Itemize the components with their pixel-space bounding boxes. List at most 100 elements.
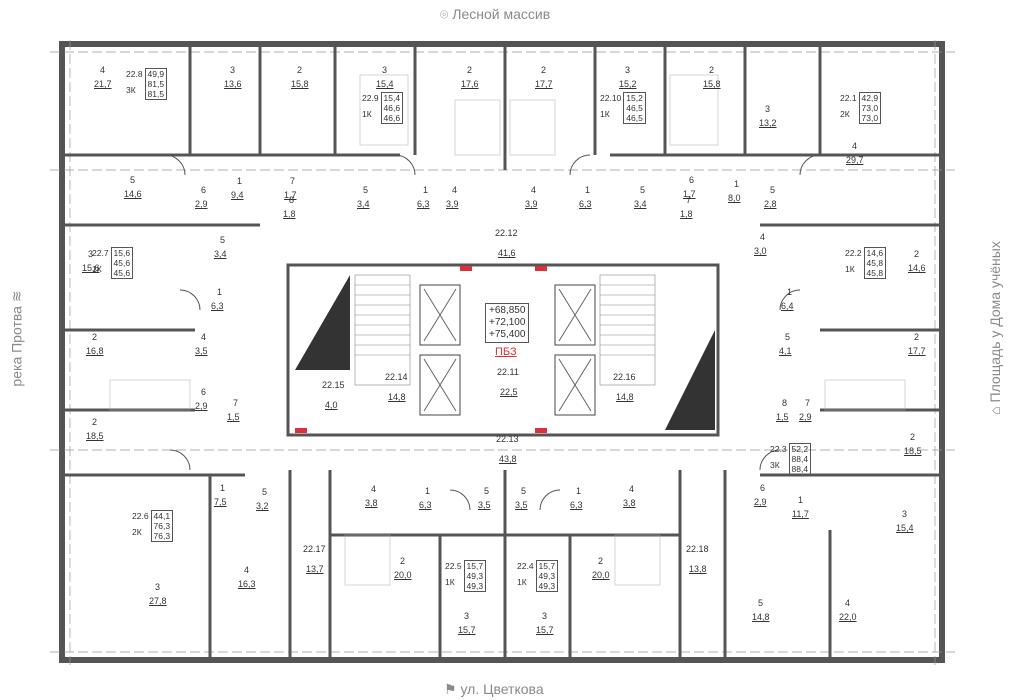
room-number: 2 (709, 65, 715, 75)
room-number: 1 (576, 486, 582, 496)
apartment-area: 46,6 (383, 103, 401, 113)
room-area: 3,4 (214, 249, 227, 259)
room-number: 7 (805, 398, 811, 408)
room-number: 7 (686, 195, 692, 205)
axis-lines (50, 40, 955, 665)
common-area-number: 22.11 (497, 367, 519, 377)
room-number: 5 (130, 175, 136, 185)
room-area: 3,0 (754, 246, 767, 256)
apartment-number: 22.8 (126, 68, 143, 79)
room-number: 5 (262, 487, 268, 497)
common-area-number: 22.18 (686, 544, 709, 554)
room-area: 1,5 (776, 412, 789, 422)
shaft-left (295, 275, 350, 370)
room-number: 2 (297, 65, 303, 75)
room-area: 6,3 (417, 199, 430, 209)
room-number: 6 (201, 387, 207, 397)
apartment-area: 49,3 (538, 581, 556, 591)
apartment-number: 22.4 (517, 560, 534, 571)
common-area-number: 22.14 (385, 372, 408, 382)
room-area: 3,9 (525, 199, 538, 209)
room-area: 15,8 (703, 79, 721, 89)
room-number: 5 (785, 332, 791, 342)
room-area: 16,3 (238, 579, 256, 589)
room-area: 3,8 (365, 498, 378, 508)
apartment-area: 45,8 (866, 258, 884, 268)
room-area: 7,5 (214, 497, 227, 507)
apartment-number: 22.10 (600, 92, 622, 103)
room-area: 8,0 (728, 193, 741, 203)
apartment-area: 88,4 (791, 454, 809, 464)
room-area: 14,6 (908, 263, 926, 273)
common-area-size: 22,5 (500, 387, 518, 397)
room-number: 4 (760, 232, 766, 242)
apartment-type: 1К (92, 263, 102, 274)
apartment-area: 81,5 (147, 89, 165, 99)
room-area: 6,3 (579, 199, 592, 209)
room-number: 1 (734, 179, 740, 189)
apartment-area: 76,3 (153, 531, 171, 541)
common-area-number: 22.15 (322, 380, 345, 390)
room-area: 20,0 (394, 570, 412, 580)
room-number: 5 (770, 185, 776, 195)
room-area: 1,7 (683, 189, 696, 199)
room-number: 3 (542, 611, 548, 621)
room-area: 1,5 (227, 412, 240, 422)
room-area: 16,8 (86, 346, 104, 356)
core-outline (286, 263, 720, 437)
room-number: 2 (910, 432, 916, 442)
room-number: 1 (217, 287, 223, 297)
room-number: 2 (598, 556, 604, 566)
room-number: 4 (531, 185, 537, 195)
apartment-area: 46,5 (626, 113, 643, 123)
room-area: 3,5 (515, 500, 528, 510)
room-number: 2 (92, 417, 98, 427)
room-area: 15,2 (619, 79, 637, 89)
compass-north: ⌾ Лесной массив (440, 6, 550, 23)
room-area: 21,7 (94, 79, 112, 89)
room-area: 1,7 (284, 190, 297, 200)
apartment-area: 14,6 (866, 248, 884, 258)
room-area: 6,3 (211, 301, 224, 311)
room-number: 3 (88, 249, 94, 259)
room-number: 3 (155, 582, 161, 592)
elevation-3: +75,400 (489, 329, 526, 340)
room-number: 2 (914, 332, 920, 342)
room-number: 6 (760, 483, 766, 493)
room-number: 5 (220, 235, 226, 245)
room-number: 1 (798, 495, 804, 505)
room-number: 2 (92, 332, 98, 342)
room-area: 13,2 (759, 118, 777, 128)
apartment-area: 15,6 (113, 248, 131, 258)
apartment-area: 15,7 (466, 561, 484, 571)
room-area: 2,8 (764, 199, 777, 209)
elevation-box: +68,850 +72,100 +75,400 (485, 303, 530, 343)
room-number: 3 (464, 611, 470, 621)
room-area: 14,6 (124, 189, 142, 199)
room-area: 17,7 (908, 346, 926, 356)
room-number: 3 (765, 104, 771, 114)
common-area-number: 22.12 (495, 228, 518, 238)
room-number: 2 (541, 65, 547, 75)
compass-north-label: Лесной массив (452, 6, 551, 22)
room-area: 15,7 (458, 625, 476, 635)
room-number: 4 (100, 65, 106, 75)
room-number: 2 (467, 65, 473, 75)
bottom-partitions (62, 470, 942, 660)
outer-wall (59, 41, 945, 663)
room-number: 4 (852, 141, 858, 151)
room-area: 20,0 (592, 570, 610, 580)
apartment-type: 1К (600, 108, 610, 119)
room-number: 1 (237, 176, 243, 186)
door-swings (164, 154, 821, 511)
room-number: 5 (484, 486, 490, 496)
compass-south-label: ул. Цветкова (460, 681, 544, 697)
room-number: 2 (914, 249, 920, 259)
apartment-type: 1К (845, 263, 855, 274)
room-number: 6 (201, 185, 207, 195)
room-area: 18,5 (86, 431, 104, 441)
room-area: 2,9 (754, 497, 767, 507)
